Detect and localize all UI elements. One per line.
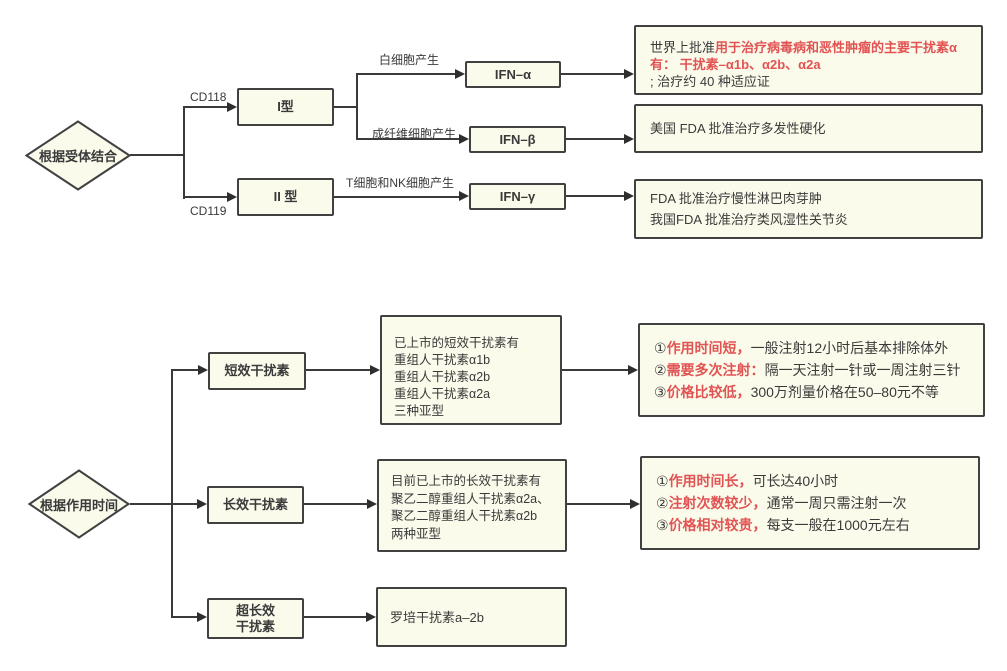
- edge-label-cd118: CD118: [190, 90, 227, 104]
- list-item: 已上市的短效干扰素有: [394, 336, 520, 350]
- node-short-acting: 短效干扰素: [208, 352, 306, 390]
- result-ifn-gamma-line2: 我国FDA 批准治疗类风湿性关节炎: [650, 212, 848, 227]
- decision-receptor-binding-label: 根据受体结合: [38, 149, 117, 164]
- connector-line: [130, 154, 184, 156]
- feature-line: ②注射次数较少，通常一周只需注射一次: [656, 495, 907, 511]
- node-ifn-gamma-label: IFN–γ: [499, 188, 536, 204]
- connector-line: [334, 196, 461, 198]
- connector-line: [334, 106, 358, 108]
- long-acting-product-list: 目前已上市的长效干扰素有 聚乙二醇重组人干扰素α2a、 聚乙二醇重组人干扰素α2…: [377, 459, 567, 552]
- arrowhead-icon: [455, 69, 465, 79]
- feature-line: ①作用时间短，一般注射12小时后基本排除体外: [654, 340, 949, 356]
- connector-line: [303, 503, 369, 505]
- list-item: 重组人干扰素α1b: [394, 353, 491, 367]
- decision-duration: 根据作用时间: [28, 469, 130, 539]
- connector-line: [358, 73, 457, 75]
- arrowhead-icon: [624, 134, 634, 144]
- arrowhead-icon: [630, 499, 640, 509]
- list-item: 目前已上市的长效干扰素有: [391, 474, 542, 488]
- connector-line: [562, 369, 630, 371]
- ultra-long-product-text: 罗培干扰素a–2b: [390, 609, 484, 625]
- connector-line: [306, 369, 372, 371]
- result-ifn-alpha-line2: 有： 干扰素–α1b、α2b、α2a: [650, 57, 821, 72]
- decision-receptor-binding: 根据受体结合: [25, 120, 131, 191]
- diamond-shape: [28, 469, 130, 539]
- long-acting-features: ①作用时间长，可长达40小时 ②注射次数较少，通常一周只需注射一次 ③价格相对较…: [640, 456, 980, 550]
- result-ifn-alpha: 世界上批准用于治疗病毒病和恶性肿瘤的主要干扰素α 有： 干扰素–α1b、α2b、…: [634, 25, 983, 95]
- short-acting-product-list: 已上市的短效干扰素有 重组人干扰素α1b 重组人干扰素α2b 重组人干扰素α2a…: [380, 315, 562, 425]
- arrowhead-icon: [197, 612, 207, 622]
- connector-line: [566, 195, 625, 197]
- edge-label-cd119: CD119: [190, 204, 227, 218]
- node-type-2: II 型: [237, 178, 334, 216]
- arrowhead-icon: [459, 191, 469, 201]
- ultra-long-product: 罗培干扰素a–2b: [376, 587, 567, 647]
- feature-line: ③价格相对较贵，每支一般在1000元左右: [656, 517, 910, 533]
- diamond-shape: [25, 120, 131, 191]
- connector-line: [171, 369, 173, 618]
- arrowhead-icon: [628, 365, 638, 375]
- node-short-acting-label: 短效干扰素: [224, 363, 290, 378]
- list-item: 三种亚型: [394, 404, 445, 418]
- edge-label-leukocyte: 白细胞产生: [379, 53, 440, 67]
- node-ultra-long-acting: 超长效 干扰素: [207, 598, 304, 639]
- connector-line: [185, 196, 229, 198]
- connector-line: [173, 616, 199, 618]
- list-item: 重组人干扰素α2a: [394, 387, 491, 401]
- node-type-1-label: I型: [277, 99, 294, 114]
- connector-line: [567, 503, 632, 505]
- node-ultra-long-acting-label: 超长效 干扰素: [235, 602, 275, 634]
- connector-line: [130, 503, 173, 505]
- decision-duration-label: 根据作用时间: [39, 497, 118, 513]
- node-ifn-beta-label: IFN–β: [499, 131, 536, 147]
- arrowhead-icon: [367, 499, 377, 509]
- result-ifn-gamma-line1: FDA 批准治疗慢性淋巴肉芽肿: [650, 191, 822, 206]
- node-ifn-alpha: IFN–α: [465, 61, 561, 88]
- node-type-1: I型: [237, 88, 334, 126]
- result-ifn-beta-text: 美国 FDA 批准治疗多发性硬化: [650, 121, 826, 136]
- connector-line: [183, 106, 185, 199]
- result-ifn-gamma: FDA 批准治疗慢性淋巴肉芽肿 我国FDA 批准治疗类风湿性关节炎: [634, 179, 983, 239]
- node-type-2-label: II 型: [273, 189, 298, 204]
- result-ifn-alpha-line1: 世界上批准用于治疗病毒病和恶性肿瘤的主要干扰素α: [650, 40, 958, 55]
- connector-line: [185, 106, 229, 108]
- connector-line: [173, 369, 200, 371]
- connector-line: [173, 503, 199, 505]
- node-long-acting: 长效干扰素: [207, 486, 304, 524]
- feature-line: ②需要多次注射：隔一天注射一针或一周注射三针: [654, 362, 961, 378]
- connector-line: [561, 73, 625, 75]
- arrowhead-icon: [370, 365, 380, 375]
- short-acting-features: ①作用时间短，一般注射12小时后基本排除体外 ②需要多次注射：隔一天注射一针或一…: [638, 323, 985, 417]
- connector-line: [356, 73, 358, 140]
- edge-label-tcell-nk: T细胞和NK细胞产生: [346, 176, 455, 190]
- node-ifn-gamma: IFN–γ: [469, 183, 566, 210]
- list-item: 重组人干扰素α2b: [394, 370, 491, 384]
- connector-line: [358, 138, 461, 140]
- connector-line: [304, 616, 368, 618]
- edge-label-fibroblast: 成纤维细胞产生: [372, 127, 457, 141]
- feature-line: ③价格比较低，300万剂量价格在50–80元不等: [654, 384, 939, 400]
- node-ifn-beta: IFN–β: [469, 126, 566, 153]
- arrowhead-icon: [198, 365, 208, 375]
- result-ifn-alpha-line3: ; 治疗约 40 种适应证: [650, 74, 770, 89]
- feature-line: ①作用时间长，可长达40小时: [656, 473, 839, 489]
- arrowhead-icon: [366, 612, 376, 622]
- list-item: 聚乙二醇重组人干扰素α2a、: [391, 491, 550, 506]
- list-item: 聚乙二醇重组人干扰素α2b: [391, 509, 538, 523]
- node-ifn-alpha-label: IFN–α: [494, 66, 532, 82]
- node-long-acting-label: 长效干扰素: [222, 497, 288, 512]
- arrowhead-icon: [624, 69, 634, 79]
- connector-line: [566, 138, 625, 140]
- arrowhead-icon: [227, 192, 237, 202]
- arrowhead-icon: [197, 499, 207, 509]
- result-ifn-beta: 美国 FDA 批准治疗多发性硬化: [634, 104, 983, 153]
- list-item: 两种亚型: [391, 526, 442, 541]
- arrowhead-icon: [624, 191, 634, 201]
- arrowhead-icon: [227, 102, 237, 112]
- arrowhead-icon: [459, 134, 469, 144]
